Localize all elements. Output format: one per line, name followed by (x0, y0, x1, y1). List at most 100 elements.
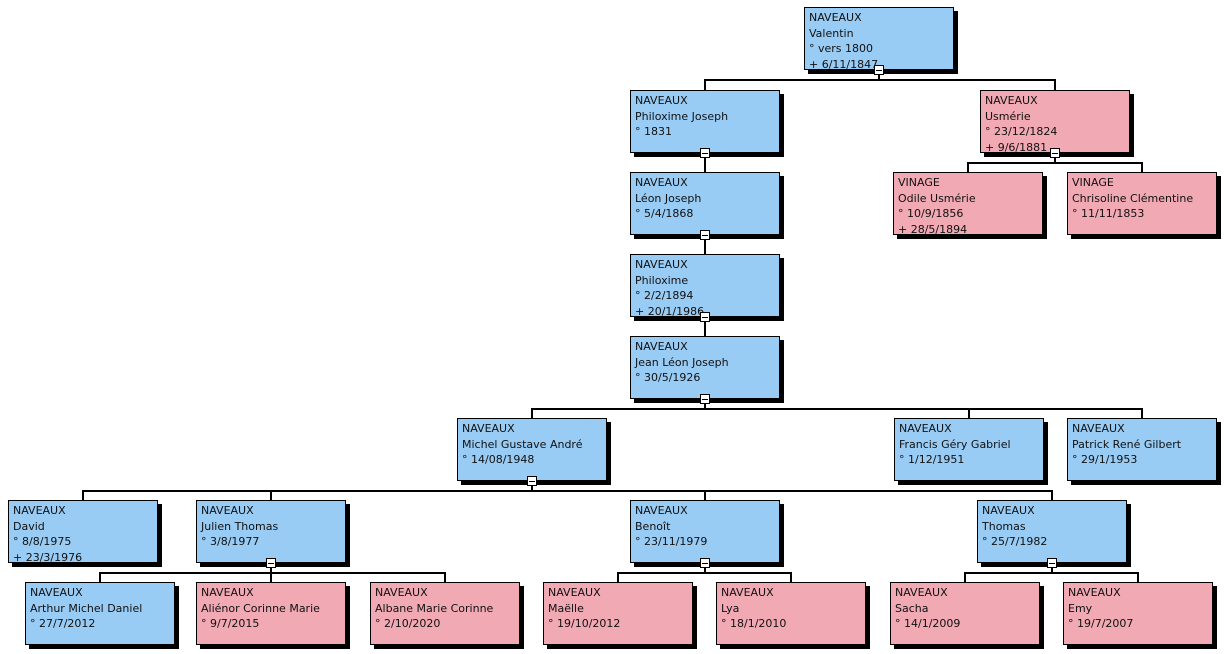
person-given-names-text: Philoxime Joseph (635, 109, 729, 123)
person-box-michel[interactable]: NAVEAUX Michel Gustave André ° 14/08/1948 (457, 418, 607, 481)
collapse-toggle-icon[interactable] (874, 65, 884, 75)
person-birth-text: ° 23/12/1824 (985, 125, 1058, 138)
person-surname-text: NAVEAUX (13, 504, 66, 517)
person-box-sacha[interactable]: NAVEAUX Sacha ° 14/1/2009 (890, 582, 1040, 645)
person-box-maelle[interactable]: NAVEAUX Maëlle ° 19/10/2012 (543, 582, 693, 645)
person-box-alienor[interactable]: NAVEAUX Aliénor Corinne Marie ° 9/7/2015 (196, 582, 346, 645)
person-birth-text: ° 27/7/2012 (30, 617, 96, 630)
collapse-toggle-icon[interactable] (527, 476, 537, 486)
person-birth-text: ° 29/1/1953 (1072, 453, 1138, 466)
person-birth-text: ° 2/10/2020 (375, 617, 441, 630)
person-surname-text: VINAGE (898, 176, 940, 189)
person-box-lya[interactable]: NAVEAUX Lya ° 18/1/2010 (716, 582, 866, 645)
person-birth-text: ° 10/9/1856 (898, 207, 964, 220)
person-surname-text: NAVEAUX (1072, 422, 1125, 435)
person-given-names-text: Lya (721, 601, 740, 615)
person-given-names-text: Sacha (895, 601, 929, 615)
person-birth-text: ° 18/1/2010 (721, 617, 787, 630)
person-given-names-text: Francis Géry Gabriel (899, 437, 1011, 451)
person-surname-text: NAVEAUX (462, 422, 515, 435)
person-death-text: + 9/6/1881 (985, 140, 1048, 153)
person-surname-text: NAVEAUX (635, 258, 688, 271)
person-death-text: + 6/11/1847 (809, 57, 879, 70)
person-box-philoxime[interactable]: NAVEAUX Philoxime ° 2/2/1894 + 20/1/1986 (630, 254, 780, 317)
person-given-names-text: Maëlle (548, 601, 584, 615)
person-given-names-text: Thomas (982, 519, 1026, 533)
person-given-names-text: Valentin (809, 26, 854, 40)
person-given-names-text: Léon Joseph (635, 191, 702, 205)
person-birth-text: ° 9/7/2015 (201, 617, 260, 630)
person-box-patrick[interactable]: NAVEAUX Patrick René Gilbert ° 29/1/1953 (1067, 418, 1217, 481)
person-birth-text: ° 11/11/1853 (1072, 207, 1145, 220)
person-given-names-text: Emy (1068, 601, 1093, 615)
person-given-names-text: Aliénor Corinne Marie (201, 601, 320, 615)
collapse-toggle-icon[interactable] (700, 230, 710, 240)
person-surname-text: NAVEAUX (982, 504, 1035, 517)
person-given-names-text: Chrisoline Clémentine (1072, 191, 1194, 205)
person-surname-text: NAVEAUX (721, 586, 774, 599)
person-box-chrisoline[interactable]: VINAGE Chrisoline Clémentine ° 11/11/1853 (1067, 172, 1217, 235)
collapse-toggle-icon[interactable] (700, 148, 710, 158)
person-box-thomas[interactable]: NAVEAUX Thomas ° 25/7/1982 (977, 500, 1127, 563)
person-surname-text: NAVEAUX (30, 586, 83, 599)
person-given-names-text: Usmérie (985, 109, 1031, 123)
person-given-names-text: Jean Léon Joseph (635, 355, 729, 369)
person-surname-text: NAVEAUX (201, 586, 254, 599)
person-surname-text: NAVEAUX (895, 586, 948, 599)
person-box-arthur[interactable]: NAVEAUX Arthur Michel Daniel ° 27/7/2012 (25, 582, 175, 645)
person-surname-text: NAVEAUX (635, 340, 688, 353)
person-given-names-text: Arthur Michel Daniel (30, 601, 143, 615)
person-box-julien[interactable]: NAVEAUX Julien Thomas ° 3/8/1977 (196, 500, 346, 563)
person-given-names-text: Patrick René Gilbert (1072, 437, 1182, 451)
collapse-toggle-icon[interactable] (700, 312, 710, 322)
person-surname-text: NAVEAUX (548, 586, 601, 599)
person-birth-text: ° 8/8/1975 (13, 535, 72, 548)
collapse-toggle-icon[interactable] (700, 394, 710, 404)
person-given-names-text: David (13, 519, 45, 533)
person-given-names-text: Benoît (635, 519, 671, 533)
person-birth-text: ° 5/4/1868 (635, 207, 694, 220)
person-death-text: + 23/3/1976 (13, 550, 83, 563)
collapse-toggle-icon[interactable] (266, 558, 276, 568)
person-surname-text: NAVEAUX (1068, 586, 1121, 599)
person-birth-text: ° 23/11/1979 (635, 535, 708, 548)
person-birth-text: ° 14/1/2009 (895, 617, 961, 630)
person-box-david[interactable]: NAVEAUX David ° 8/8/1975 + 23/3/1976 (8, 500, 158, 563)
person-birth-text: ° 25/7/1982 (982, 535, 1048, 548)
person-given-names-text: Michel Gustave André (462, 437, 583, 451)
person-surname-text: VINAGE (1072, 176, 1114, 189)
person-box-emy[interactable]: NAVEAUX Emy ° 19/7/2007 (1063, 582, 1213, 645)
collapse-toggle-icon[interactable] (1047, 558, 1057, 568)
person-birth-text: ° vers 1800 (809, 42, 874, 55)
collapse-toggle-icon[interactable] (700, 558, 710, 568)
person-birth-text: ° 19/10/2012 (548, 617, 621, 630)
person-surname-text: NAVEAUX (201, 504, 254, 517)
person-surname-text: NAVEAUX (899, 422, 952, 435)
person-surname-text: NAVEAUX (375, 586, 428, 599)
person-birth-text: ° 2/2/1894 (635, 289, 694, 302)
person-given-names-text: Julien Thomas (201, 519, 279, 533)
person-surname-text: NAVEAUX (635, 176, 688, 189)
person-birth-text: ° 19/7/2007 (1068, 617, 1134, 630)
person-birth-text: ° 3/8/1977 (201, 535, 260, 548)
person-birth-text: ° 14/08/1948 (462, 453, 535, 466)
person-box-francis[interactable]: NAVEAUX Francis Géry Gabriel ° 1/12/1951 (894, 418, 1044, 481)
collapse-toggle-icon[interactable] (1050, 148, 1060, 158)
person-surname-text: NAVEAUX (635, 504, 688, 517)
person-box-valentin[interactable]: NAVEAUX Valentin ° vers 1800 + 6/11/1847 (804, 7, 954, 70)
person-birth-text: ° 1831 (635, 125, 672, 138)
person-death-text: + 28/5/1894 (898, 222, 968, 235)
person-death-text: + 20/1/1986 (635, 304, 705, 317)
person-surname-text: NAVEAUX (809, 11, 862, 24)
person-birth-text: ° 1/12/1951 (899, 453, 965, 466)
person-box-leon-joseph[interactable]: NAVEAUX Léon Joseph ° 5/4/1868 (630, 172, 780, 235)
person-box-benoit[interactable]: NAVEAUX Benoît ° 23/11/1979 (630, 500, 780, 563)
person-given-names-text: Philoxime (635, 273, 689, 287)
